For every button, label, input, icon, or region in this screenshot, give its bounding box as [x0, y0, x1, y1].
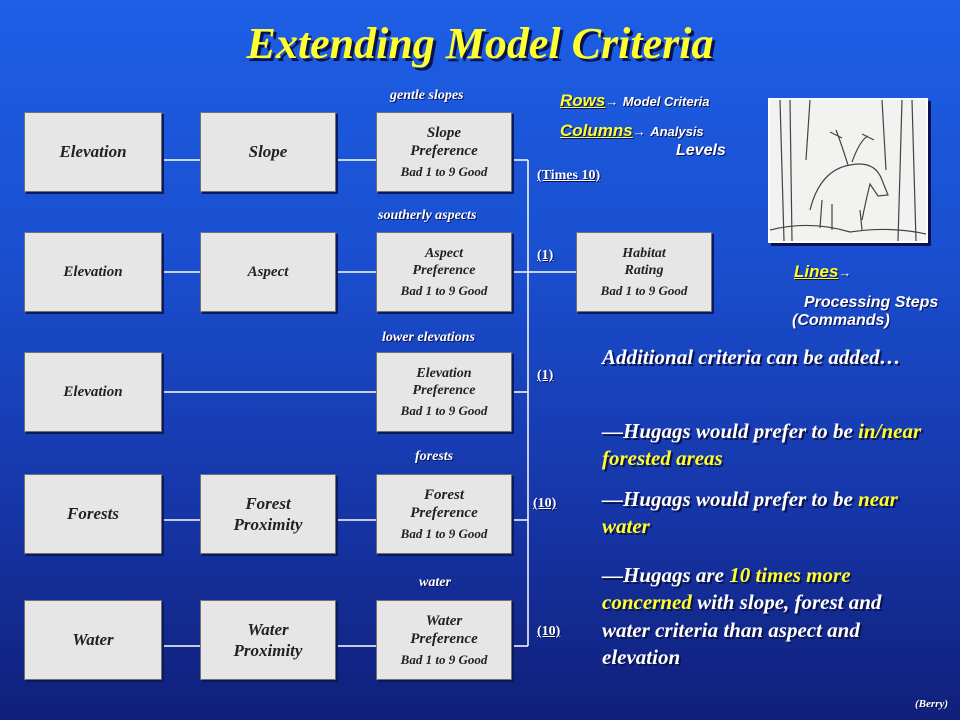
box-slope: Slope [200, 112, 336, 192]
box-slope-preference: Slope Preference Bad 1 to 9 Good [376, 112, 512, 192]
box-label: Preference [412, 383, 476, 399]
box-label: Water [247, 619, 289, 639]
box-label: Slope [248, 142, 288, 162]
box-label: Proximity [233, 641, 303, 660]
label-gentle-slopes: gentle slopes [390, 88, 464, 103]
box-label: Forest [245, 493, 291, 513]
label-forests: forests [415, 449, 454, 464]
box-label: Elevation [416, 365, 472, 381]
box-scale: Bad 1 to 9 Good [400, 164, 488, 180]
weight-aspect: (1) [537, 248, 554, 263]
box-scale: Bad 1 to 9 Good [600, 282, 688, 298]
box-elevation-3: Elevation [24, 352, 162, 432]
legend-key: Rows [560, 91, 606, 110]
bullet-intro: Additional criteria can be added… [602, 345, 901, 369]
box-scale: Bad 1 to 9 Good [400, 526, 488, 542]
legend-rows: Rows→ Model Criteria [560, 91, 709, 111]
box-elevation-2: Elevation [24, 232, 162, 312]
box-label: Habitat [622, 245, 666, 261]
arrow-icon: → [632, 124, 646, 139]
box-label: Forest [423, 486, 464, 503]
box-water-preference: Water Preference Bad 1 to 9 Good [376, 600, 512, 680]
moose-sketch-icon [768, 98, 928, 243]
arrow-icon: → [838, 265, 852, 280]
box-scale: Bad 1 to 9 Good [400, 652, 488, 668]
bullet-water: —Hugags would prefer to be near water [602, 486, 932, 541]
box-water: Water [24, 600, 162, 680]
bullet-highlight: near water [602, 487, 898, 539]
box-habitat-rating: Habitat Rating Bad 1 to 9 Good [576, 232, 712, 312]
weight-times-10: (Times 10) [537, 168, 601, 183]
box-scale: Bad 1 to 9 Good [400, 282, 488, 298]
arrow-icon: → [605, 94, 619, 109]
box-scale: Bad 1 to 9 Good [400, 402, 488, 418]
legend-lines-text: Processing Steps [804, 294, 939, 311]
box-label: Elevation [59, 142, 127, 162]
page-title: Extending Model Criteria [246, 19, 714, 68]
box-label: Water [72, 630, 114, 650]
legend-lines-text-2: (Commands) [792, 312, 890, 329]
box-elevation-preference: Elevation Preference Bad 1 to 9 Good [376, 352, 512, 432]
box-forest-proximity: Forest Proximity [200, 474, 336, 554]
weight-forest: (10) [533, 496, 557, 511]
box-label: Slope [426, 124, 462, 141]
legend-columns-2: Levels [676, 142, 726, 159]
bullet-highlight: in/near forested areas [602, 419, 922, 471]
box-label: Elevation [63, 263, 123, 280]
box-label: Preference [410, 505, 478, 522]
legend-columns: Columns→ Analysis [560, 121, 704, 141]
label-lower-elevations: lower elevations [382, 330, 475, 345]
bullet-text: —Hugags would prefer to be [602, 419, 859, 443]
box-forest-preference: Forest Preference Bad 1 to 9 Good [376, 474, 512, 554]
legend-lines: Lines→ [794, 262, 851, 282]
box-label: Preference [410, 143, 478, 160]
box-label: Preference [412, 263, 476, 279]
legend-text: Analysis [650, 124, 704, 139]
box-label: Aspect [424, 245, 464, 261]
bullet-text: —Hugags are [602, 563, 730, 587]
label-water: water [419, 575, 451, 590]
bullet-weights: —Hugags are 10 times more concerned with… [602, 562, 932, 671]
bullet-highlight: 10 times more concerned [602, 563, 851, 615]
label-southerly-aspects: southerly aspects [378, 208, 477, 223]
box-label: Proximity [233, 515, 303, 534]
weight-water: (10) [537, 624, 561, 639]
box-label: Aspect [247, 263, 289, 280]
box-forests: Forests [24, 474, 162, 554]
legend-key: Columns [560, 121, 633, 140]
credit: (Berry) [915, 698, 948, 710]
box-label: Rating [624, 263, 664, 279]
box-label: Elevation [63, 383, 123, 400]
box-label: Water [425, 612, 463, 629]
box-water-proximity: Water Proximity [200, 600, 336, 680]
bullet-forest: —Hugags would prefer to be in/near fores… [602, 418, 932, 473]
box-elevation-1: Elevation [24, 112, 162, 192]
box-label: Preference [410, 631, 478, 648]
bullet-text: —Hugags would prefer to be [602, 487, 859, 511]
box-label: Forests [67, 504, 119, 524]
bullet-text: with slope, forest and water criteria th… [602, 590, 882, 669]
weight-elevation: (1) [537, 368, 554, 383]
legend-text: Model Criteria [622, 94, 710, 109]
box-aspect: Aspect [200, 232, 336, 312]
legend-key: Lines [794, 262, 839, 281]
box-aspect-preference: Aspect Preference Bad 1 to 9 Good [376, 232, 512, 312]
